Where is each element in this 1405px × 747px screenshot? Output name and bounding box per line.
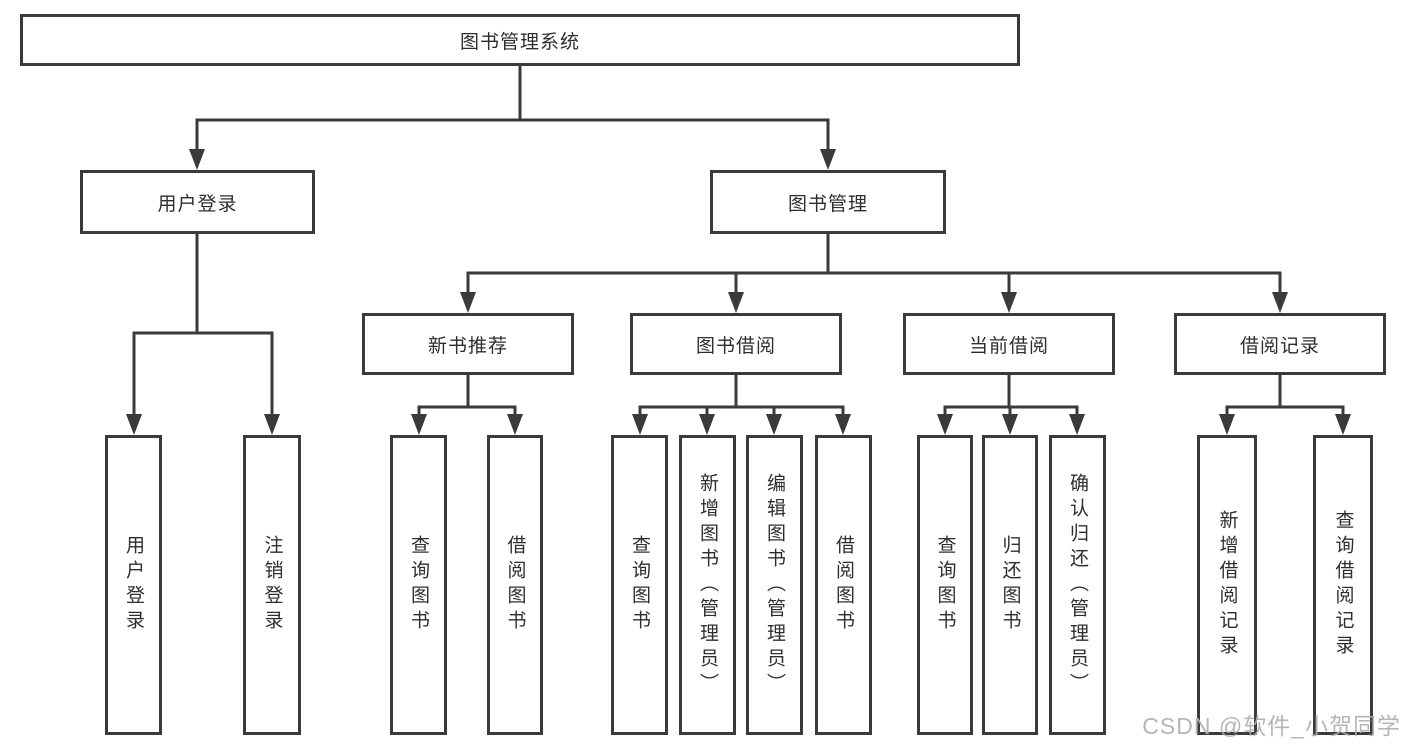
node-label: 图书管理系统 bbox=[459, 31, 580, 53]
node-library-management-system: 图书管理系统 bbox=[20, 14, 1020, 66]
leaf-query-books-3: 查询图书 bbox=[917, 435, 973, 735]
node-book-borrowing: 图书借阅 bbox=[630, 313, 842, 375]
node-label: 图书借阅 bbox=[695, 335, 776, 357]
leaf-label: 查询图书 bbox=[629, 535, 650, 635]
leaf-return-books: 归还图书 bbox=[982, 435, 1038, 735]
leaf-add-book-admin: 新增图书（管理员） bbox=[679, 435, 736, 735]
leaf-label: 查询借阅记录 bbox=[1332, 510, 1354, 660]
node-label: 当前借阅 bbox=[968, 335, 1049, 357]
node-label: 借阅记录 bbox=[1239, 335, 1320, 357]
leaf-query-books-2: 查询图书 bbox=[611, 435, 668, 735]
leaf-logout: 注销登录 bbox=[243, 435, 301, 735]
leaf-label: 新增图书（管理员） bbox=[697, 472, 718, 698]
node-label: 用户登录 bbox=[157, 193, 238, 215]
leaf-label: 查询图书 bbox=[408, 535, 429, 635]
leaf-add-borrow-record: 新增借阅记录 bbox=[1197, 435, 1257, 735]
leaf-label: 确认归还（管理员） bbox=[1067, 472, 1088, 698]
leaf-label: 借阅图书 bbox=[504, 535, 526, 635]
node-book-management: 图书管理 bbox=[710, 170, 946, 234]
node-new-book-recommendation: 新书推荐 bbox=[362, 313, 574, 375]
leaf-query-borrow-record: 查询借阅记录 bbox=[1313, 435, 1373, 735]
node-label: 新书推荐 bbox=[427, 335, 508, 357]
leaf-edit-book-admin: 编辑图书（管理员） bbox=[746, 435, 803, 735]
leaf-label: 用户登录 bbox=[123, 535, 144, 635]
leaf-label: 借阅图书 bbox=[833, 535, 854, 635]
leaf-borrow-books-1: 借阅图书 bbox=[487, 435, 543, 735]
node-label: 图书管理 bbox=[787, 193, 868, 215]
node-borrowing-records: 借阅记录 bbox=[1174, 313, 1386, 375]
leaf-query-books-1: 查询图书 bbox=[390, 435, 447, 735]
node-current-borrowing: 当前借阅 bbox=[903, 313, 1115, 375]
leaf-label: 新增借阅记录 bbox=[1216, 510, 1238, 660]
leaf-label: 查询图书 bbox=[934, 535, 956, 635]
leaf-label: 注销登录 bbox=[261, 535, 283, 635]
leaf-user-login: 用户登录 bbox=[105, 435, 162, 735]
leaf-label: 归还图书 bbox=[999, 535, 1021, 635]
node-user-login: 用户登录 bbox=[80, 170, 315, 234]
leaf-borrow-books-2: 借阅图书 bbox=[815, 435, 872, 735]
leaf-label: 编辑图书（管理员） bbox=[764, 472, 785, 698]
csdn-watermark: CSDN @软件_小贺同学 bbox=[1142, 713, 1401, 739]
leaf-confirm-return-admin: 确认归还（管理员） bbox=[1049, 435, 1106, 735]
